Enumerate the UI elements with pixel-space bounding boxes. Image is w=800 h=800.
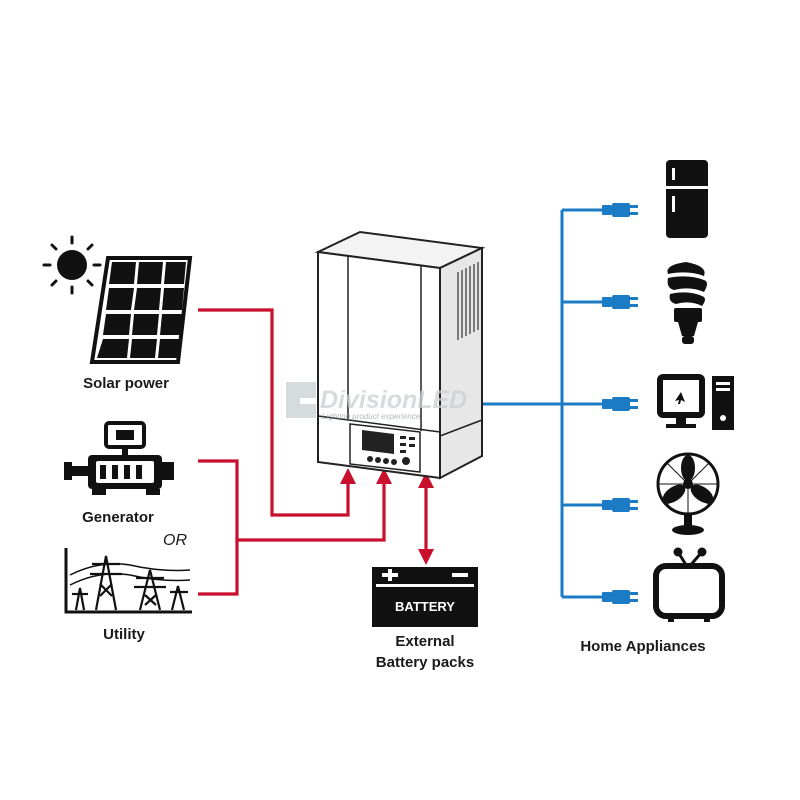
generator-label: Generator xyxy=(82,509,154,526)
plug-icon xyxy=(602,203,638,217)
power-tower-icon xyxy=(64,548,192,614)
input-wiring xyxy=(198,308,428,596)
plug-icon xyxy=(602,498,638,512)
plug-icon xyxy=(602,590,638,604)
plug-icon xyxy=(602,295,638,309)
watermark-brand: DivisionLED xyxy=(320,386,467,414)
battery-icon xyxy=(372,567,478,627)
solar-power-label: Solar power xyxy=(83,375,169,392)
battery-arrowhead-down xyxy=(418,549,434,565)
light-bulb-icon xyxy=(667,262,707,344)
battery-caption-line2: Battery packs xyxy=(376,654,474,671)
output-wiring xyxy=(480,208,602,599)
generator-wire xyxy=(198,459,386,542)
utility-wire xyxy=(198,540,239,596)
desktop-computer-icon xyxy=(657,374,734,430)
solar-wire xyxy=(198,308,350,517)
sun-icon xyxy=(42,235,102,295)
refrigerator-icon xyxy=(666,160,708,238)
watermark-logo: DivisionLED Lighting product experience xyxy=(286,382,467,421)
solar-arrowhead xyxy=(340,468,356,484)
generator-icon xyxy=(64,421,174,495)
plug-icon xyxy=(602,397,638,411)
or-label: OR xyxy=(163,532,187,549)
electric-fan-icon xyxy=(656,452,720,535)
battery-arrowhead-up xyxy=(418,472,434,488)
television-icon xyxy=(653,547,725,622)
home-appliances-label: Home Appliances xyxy=(580,638,705,655)
grid-arrowhead xyxy=(376,468,392,484)
inverter-unit-icon xyxy=(314,230,486,480)
battery-caption-line1: External xyxy=(395,633,454,650)
solar-panel-icon xyxy=(89,256,193,364)
input-arrowheads xyxy=(340,468,434,565)
watermark-tagline: Lighting product experience xyxy=(322,412,421,421)
utility-label: Utility xyxy=(103,626,145,643)
battery-badge-label: BATTERY xyxy=(395,599,455,614)
plugs xyxy=(602,203,638,604)
